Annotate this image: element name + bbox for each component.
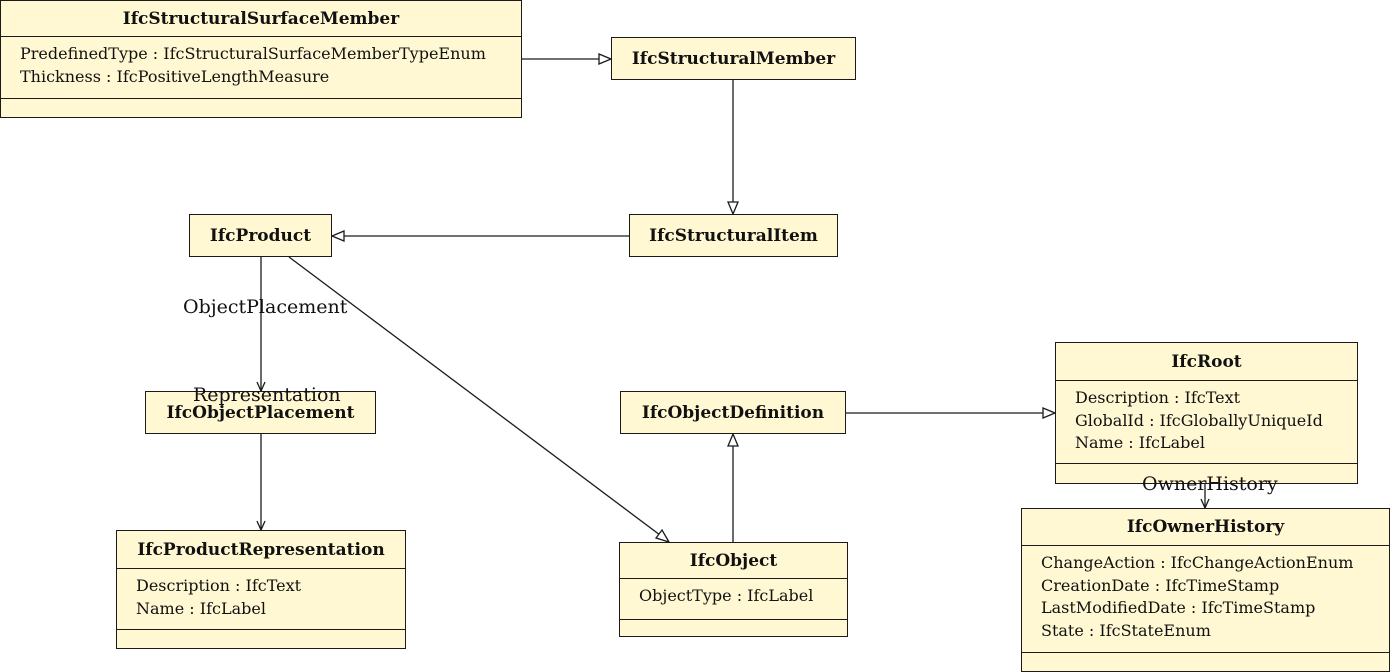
- class-ifc-structural-surface-member[interactable]: IfcStructuralSurfaceMember PredefinedTyp…: [0, 0, 522, 118]
- attribute-name: Name : IfcLabel: [136, 598, 266, 618]
- attribute-object-type: ObjectType : IfcLabel: [639, 586, 814, 605]
- class-ifc-root[interactable]: IfcRoot Description : IfcText GlobalId :…: [1055, 342, 1358, 484]
- attribute-description: Description : IfcText: [136, 576, 302, 595]
- class-name: IfcObject: [689, 550, 778, 571]
- attribute-thickness: Thickness : IfcPositiveLengthMeasure: [20, 66, 330, 86]
- class-name: IfcStructuralMember: [631, 48, 836, 69]
- attribute-global-id: GlobalId : IfcGloballyUniqueId: [1075, 410, 1323, 430]
- class-name: IfcOwnerHistory: [1126, 517, 1285, 537]
- role-label-owner-history: OwnerHistory: [1142, 473, 1278, 495]
- attribute-predefined-type: PredefinedType : IfcStructuralSurfaceMem…: [20, 44, 486, 63]
- generalization-surface-member-to-structural-member: [521, 53, 613, 65]
- generalization-structural-member-to-structural-item: [727, 79, 739, 216]
- class-name: IfcStructuralItem: [649, 225, 818, 246]
- class-name: IfcProduct: [209, 225, 312, 246]
- class-name: IfcProductRepresentation: [137, 539, 385, 560]
- association-object-placement: [256, 257, 266, 393]
- class-ifc-object-placement[interactable]: IfcObjectPlacement: [145, 391, 376, 434]
- class-ifc-product[interactable]: IfcProduct: [189, 214, 332, 257]
- attribute-name: Name : IfcLabel: [1075, 433, 1205, 452]
- association-representation: [256, 433, 266, 532]
- class-name: IfcObjectDefinition: [641, 402, 825, 423]
- attribute-creation-date: CreationDate : IfcTimeStamp: [1041, 575, 1280, 595]
- attribute-state: State : IfcStateEnum: [1041, 620, 1211, 640]
- class-name: IfcStructuralSurfaceMember: [122, 8, 400, 29]
- class-name: IfcObjectPlacement: [166, 402, 355, 423]
- role-label-representation: Representation: [193, 384, 341, 406]
- generalization-object-definition-to-root: [846, 407, 1057, 419]
- class-ifc-product-representation[interactable]: IfcProductRepresentation Description : I…: [116, 530, 406, 649]
- class-name: IfcRoot: [1171, 351, 1242, 372]
- attribute-last-modified-date: LastModifiedDate : IfcTimeStamp: [1041, 598, 1316, 617]
- attribute-description: Description : IfcText: [1075, 388, 1241, 407]
- generalization-object-to-object-definition: [727, 432, 739, 542]
- generalization-product-to-object: [288, 256, 671, 544]
- class-ifc-structural-member[interactable]: IfcStructuralMember: [611, 37, 856, 80]
- class-ifc-object-definition[interactable]: IfcObjectDefinition: [620, 391, 846, 434]
- class-ifc-object[interactable]: IfcObject ObjectType : IfcLabel: [619, 542, 848, 637]
- generalization-structural-item-to-product: [330, 230, 629, 242]
- class-ifc-owner-history[interactable]: IfcOwnerHistory ChangeAction : IfcChange…: [1021, 508, 1390, 672]
- attribute-change-action: ChangeAction : IfcChangeActionEnum: [1041, 553, 1354, 572]
- role-label-object-placement: ObjectPlacement: [183, 296, 348, 318]
- class-ifc-structural-item[interactable]: IfcStructuralItem: [629, 214, 838, 257]
